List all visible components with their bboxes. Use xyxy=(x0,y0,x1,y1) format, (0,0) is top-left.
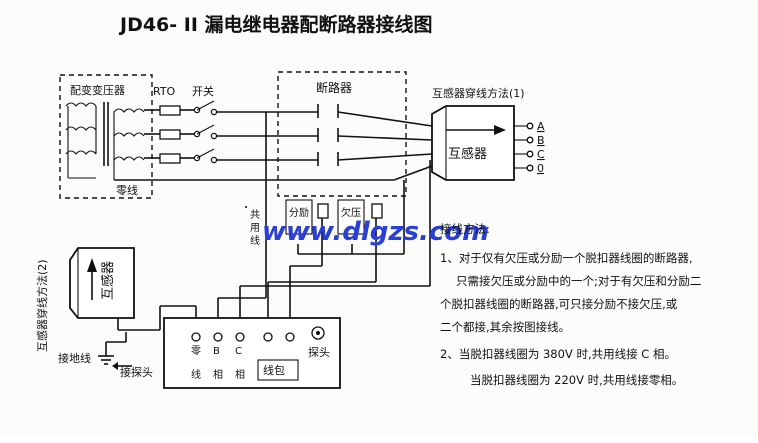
common-line-label-3: 线 xyxy=(250,234,260,247)
relay-terminal-block xyxy=(163,317,341,389)
ct-method2-label: 互感器穿线方法(2) xyxy=(35,259,49,352)
current-transformer-2 xyxy=(69,247,161,331)
diagram-title: JD46- II 漏电继电器配断路器接线图 xyxy=(118,13,433,36)
probe-connect-label: 接探头 xyxy=(120,366,153,379)
terminal-zero-label-1: 零 xyxy=(191,345,201,357)
ct-method1-label: 互感器穿线方法(1) xyxy=(432,86,525,100)
phase-lines-output xyxy=(337,111,433,181)
terminal-b-label-2: 相 xyxy=(213,368,223,381)
transformer-label: 配变变压器 xyxy=(70,83,125,97)
phase-lines-input xyxy=(114,109,394,181)
common-line-label-1: 共 xyxy=(250,209,260,221)
note-line-3: 个脱扣器线圈的断路器,可只接分励不接欠压,或 xyxy=(440,297,678,311)
note-line-1: 1、对于仅有欠压或分励一个脱扣器线圈的断路器, xyxy=(440,251,692,265)
phase-c-label: C xyxy=(537,148,545,161)
switch-contacts xyxy=(193,100,218,164)
current-transformer-1 xyxy=(431,105,534,181)
coil-label: 线包 xyxy=(263,363,285,377)
breaker-contacts xyxy=(317,104,339,166)
phase-0-label: 0 xyxy=(537,162,544,175)
ground-line-label: 接地线 xyxy=(58,351,91,365)
undervoltage-coil xyxy=(371,203,383,219)
neutral-label: 零线 xyxy=(116,183,138,197)
switch-label: 开关 xyxy=(192,84,214,98)
rto-label: RTO xyxy=(153,85,176,98)
terminal-c-label-1: C xyxy=(235,346,242,357)
undervoltage-label: 欠压 xyxy=(341,206,361,219)
note-line-5: 2、当脱扣器线圈为 380V 时,共用线接 C 相。 xyxy=(440,347,676,361)
note-line-2: 只需接欠压或分励中的一个;对于有欠压和分励二 xyxy=(456,274,701,288)
phase-a-label: A xyxy=(537,120,545,133)
note-line-4: 二个都接,其余按图接线。 xyxy=(440,320,570,334)
shunt-trip-box xyxy=(285,199,313,235)
phase-b-label: B xyxy=(537,134,545,147)
common-line-label-2: 用 xyxy=(250,223,260,234)
breaker-label: 断路器 xyxy=(316,80,352,95)
ct-label: 互感器 xyxy=(448,146,487,162)
shunt-trip-coil xyxy=(317,203,329,219)
coil-box xyxy=(257,359,299,381)
relay-terminals xyxy=(191,326,325,342)
transformer-enclosure xyxy=(59,74,153,199)
probe-arrow-head xyxy=(112,362,118,370)
ct2-label: 互感器 xyxy=(100,261,116,300)
note-line-6: 当脱扣器线圈为 220V 时,共用线接零相。 xyxy=(470,373,683,387)
breaker-enclosure xyxy=(277,71,407,197)
probe-label: 探头 xyxy=(308,346,330,359)
transformer-windings xyxy=(65,102,145,180)
terminal-c-label-2: 相 xyxy=(235,368,245,381)
terminal-zero-label-2: 线 xyxy=(191,368,201,381)
undervoltage-box xyxy=(337,199,365,235)
rto-fuses xyxy=(159,105,181,164)
watermark-text: www.dlgzs.com xyxy=(262,217,489,247)
ground-symbol xyxy=(98,332,127,365)
shunt-trip-label: 分励 xyxy=(289,206,309,219)
notes-heading: 接线方法: xyxy=(440,222,490,236)
terminal-b-label-1: B xyxy=(213,346,220,357)
